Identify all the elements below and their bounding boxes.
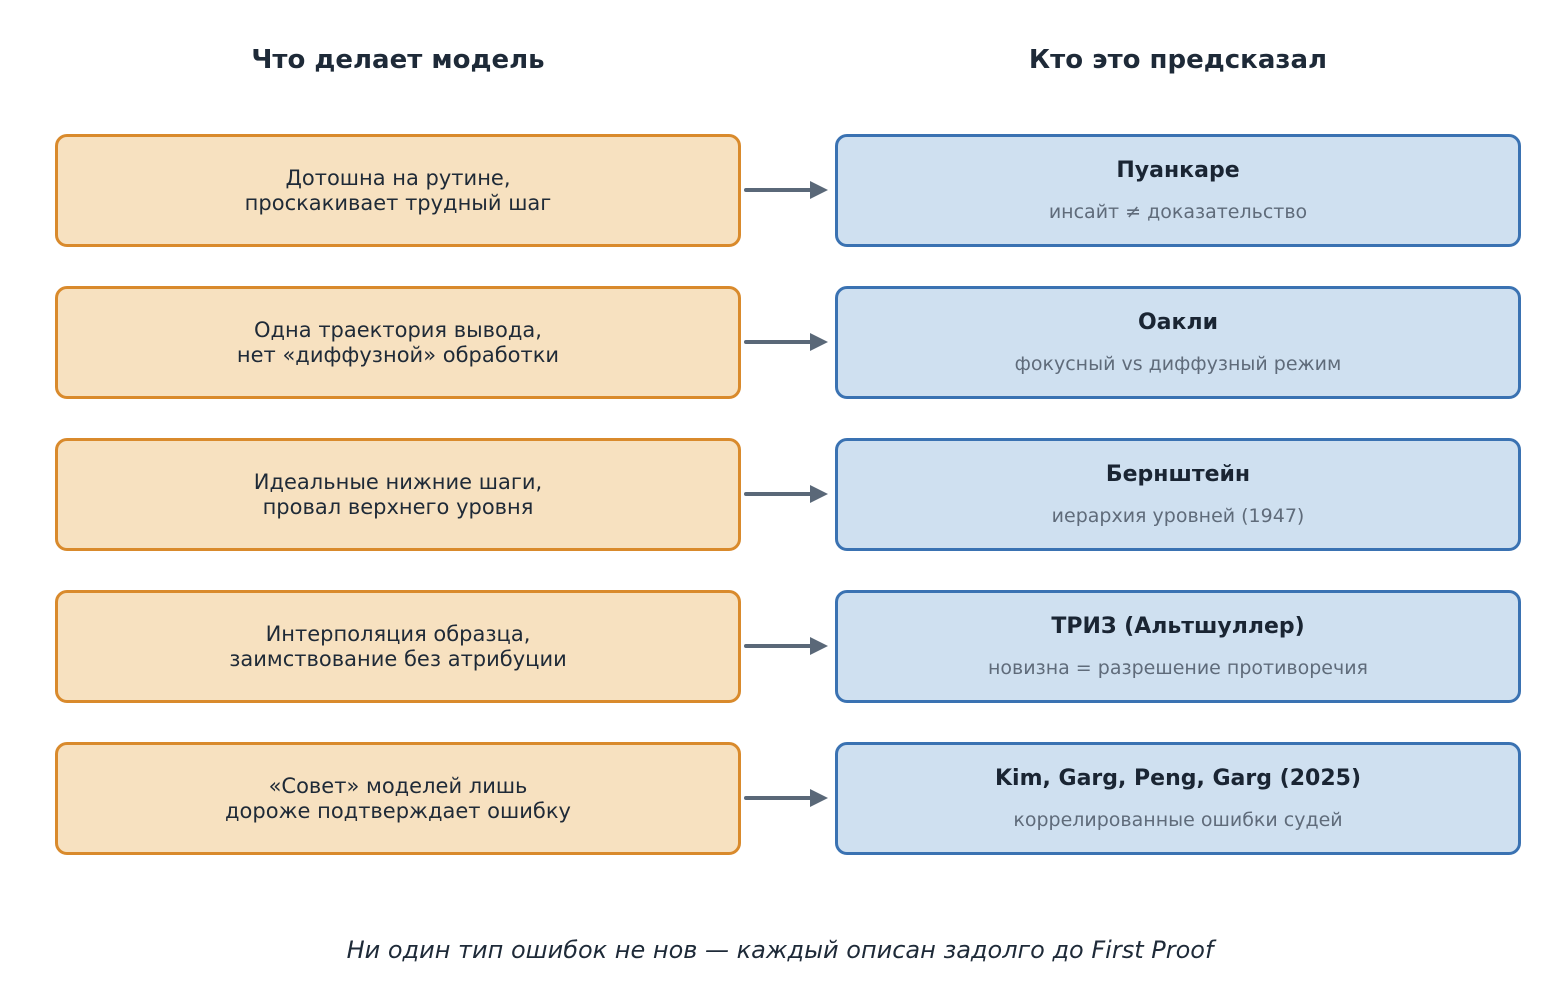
model-behavior-box: «Совет» моделей лишь дороже подтверждает… xyxy=(55,742,741,855)
predictor-concept: иерархия уровней (1947) xyxy=(1051,504,1305,527)
predictor-concept: новизна = разрешение противоречия xyxy=(988,656,1368,679)
left-column-header: Что делает модель xyxy=(251,45,545,75)
mapping-row: «Совет» моделей лишь дороже подтверждает… xyxy=(0,742,1560,859)
predictor-box: Бернштейн иерархия уровней (1947) xyxy=(835,438,1521,551)
model-behavior-box: Идеальные нижние шаги, провал верхнего у… xyxy=(55,438,741,551)
model-behavior-text: Интерполяция образца, заимствование без … xyxy=(229,621,567,671)
arrow-icon xyxy=(744,637,828,655)
arrow-icon xyxy=(744,181,828,199)
predictor-name: Оакли xyxy=(1137,309,1218,335)
predictor-box: Оакли фокусный vs диффузный режим xyxy=(835,286,1521,399)
predictor-box: Kim, Garg, Peng, Garg (2025) коррелирова… xyxy=(835,742,1521,855)
mapping-row: Интерполяция образца, заимствование без … xyxy=(0,590,1560,707)
model-behavior-text: «Совет» моделей лишь дороже подтверждает… xyxy=(225,773,571,823)
footer-caption: Ни один тип ошибок не нов — каждый описа… xyxy=(346,936,1214,964)
predictor-box: ТРИЗ (Альтшуллер) новизна = разрешение п… xyxy=(835,590,1521,703)
mapping-row: Дотошна на рутине, проскакивает трудный … xyxy=(0,134,1560,251)
mapping-row: Идеальные нижние шаги, провал верхнего у… xyxy=(0,438,1560,555)
predictor-name: Бернштейн xyxy=(1105,461,1251,487)
model-behavior-text: Дотошна на рутине, проскакивает трудный … xyxy=(244,165,552,215)
model-behavior-box: Интерполяция образца, заимствование без … xyxy=(55,590,741,703)
predictor-concept: инсайт ≠ доказательство xyxy=(1048,200,1308,223)
mapping-row: Одна траектория вывода, нет «диффузной» … xyxy=(0,286,1560,403)
model-behavior-box: Одна траектория вывода, нет «диффузной» … xyxy=(55,286,741,399)
predictor-box: Пуанкаре инсайт ≠ доказательство xyxy=(835,134,1521,247)
predictor-name: Пуанкаре xyxy=(1116,157,1240,183)
arrow-icon xyxy=(744,789,828,807)
model-behavior-text: Идеальные нижние шаги, провал верхнего у… xyxy=(253,469,543,519)
predictor-name: ТРИЗ (Альтшуллер) xyxy=(1051,613,1305,639)
predictor-concept: коррелированные ошибки судей xyxy=(1013,808,1343,831)
predictor-name: Kim, Garg, Peng, Garg (2025) xyxy=(994,765,1362,791)
arrow-icon xyxy=(744,333,828,351)
model-behavior-box: Дотошна на рутине, проскакивает трудный … xyxy=(55,134,741,247)
arrow-icon xyxy=(744,485,828,503)
predictor-concept: фокусный vs диффузный режим xyxy=(1014,352,1342,375)
right-column-header: Кто это предсказал xyxy=(1028,45,1328,75)
model-behavior-text: Одна траектория вывода, нет «диффузной» … xyxy=(236,317,560,367)
